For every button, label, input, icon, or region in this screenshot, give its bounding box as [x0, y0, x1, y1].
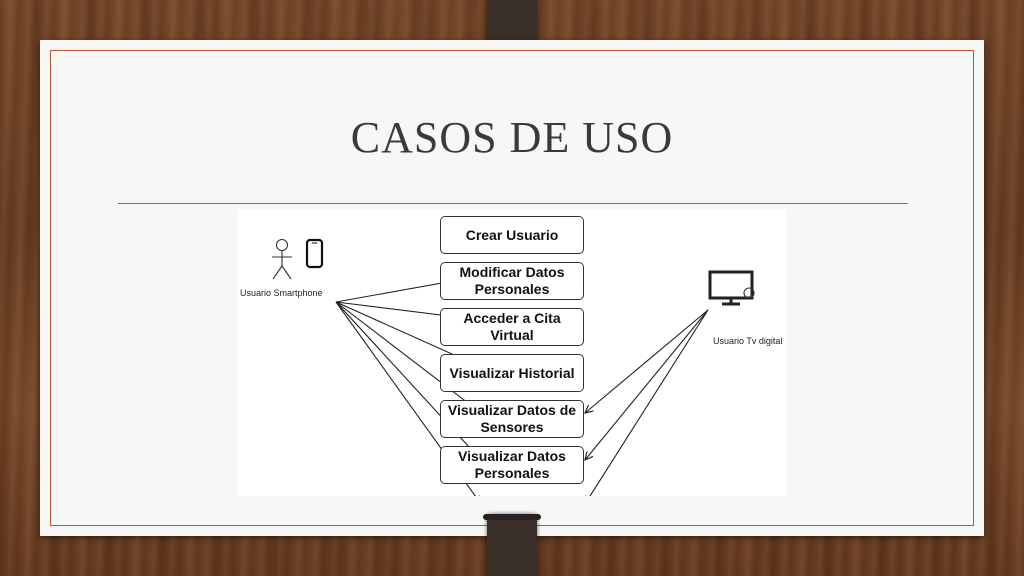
use-case-visualizar-datos-sensores: Visualizar Datos de Sensores [440, 400, 584, 438]
tv-icon [708, 270, 754, 306]
use-case-acceder-cita-virtual: Acceder a Cita Virtual [440, 308, 584, 346]
actor-label-tv: Usuario Tv digital [713, 336, 783, 346]
title-divider [118, 203, 908, 204]
slide-title: CASOS DE USO [350, 113, 674, 162]
slide-card: CASOS DE USO [40, 40, 984, 536]
use-case-modificar-datos-personales: Modificar Datos Personales [440, 262, 584, 300]
smartphone-actor-figure [272, 238, 292, 280]
binder-clip-bottom [483, 514, 541, 576]
use-case-visualizar-datos-personales: Visualizar Datos Personales [440, 446, 584, 484]
tv-actor-figure [743, 287, 755, 299]
use-case-diagram: Usuario Smartphone Usuario Tv digital Cr… [238, 210, 786, 496]
tv-connections [585, 309, 709, 496]
use-case-visualizar-historial: Visualizar Historial [440, 354, 584, 392]
smartphone-icon [305, 238, 324, 269]
actor-label-smartphone: Usuario Smartphone [240, 288, 323, 298]
use-case-crear-usuario: Crear Usuario [440, 216, 584, 254]
